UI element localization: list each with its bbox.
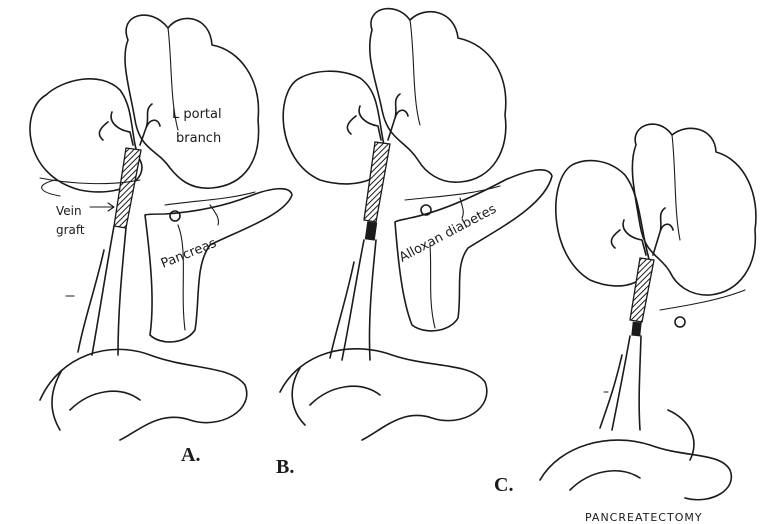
- panel-b-bowel: [280, 349, 487, 440]
- panel-letter-b: B.: [276, 456, 294, 478]
- graft-pointer-arrow: [90, 203, 114, 211]
- panel-c-bowel: [540, 410, 731, 500]
- label-pancreas-b: Alloxan diabetes: [397, 202, 499, 266]
- label-pancreas-a: Pancreas: [159, 236, 219, 272]
- label-vein-graft-line2: graft: [56, 223, 85, 237]
- panel-c-liver-left-lobe: [556, 161, 649, 286]
- label-portal-line2: branch: [176, 131, 221, 146]
- panel-b-portal-trunk: [330, 240, 376, 360]
- label-vein-graft-line1: Vein: [56, 204, 82, 218]
- panel-a-portal-trunk: [78, 226, 126, 355]
- panel-b-portal-branch: [347, 94, 408, 140]
- panel-a-vein-graft: [114, 148, 141, 228]
- panel-c: [540, 124, 756, 500]
- panel-a-bowel: [40, 349, 247, 440]
- figure-caption: PANCREATECTOMY: [585, 511, 703, 524]
- panel-b-vein-graft: [364, 142, 390, 222]
- panel-letter-a: A.: [181, 444, 200, 466]
- panel-c-portal-trunk: [600, 336, 641, 430]
- panel-a-liver-right-lobe: [125, 15, 259, 188]
- panel-b: [280, 9, 552, 440]
- panel-b-liver-right-lobe: [370, 9, 506, 183]
- panel-c-vein-graft: [630, 258, 654, 322]
- label-portal-line1: L portal: [172, 107, 222, 122]
- panel-letter-c: C.: [494, 474, 513, 496]
